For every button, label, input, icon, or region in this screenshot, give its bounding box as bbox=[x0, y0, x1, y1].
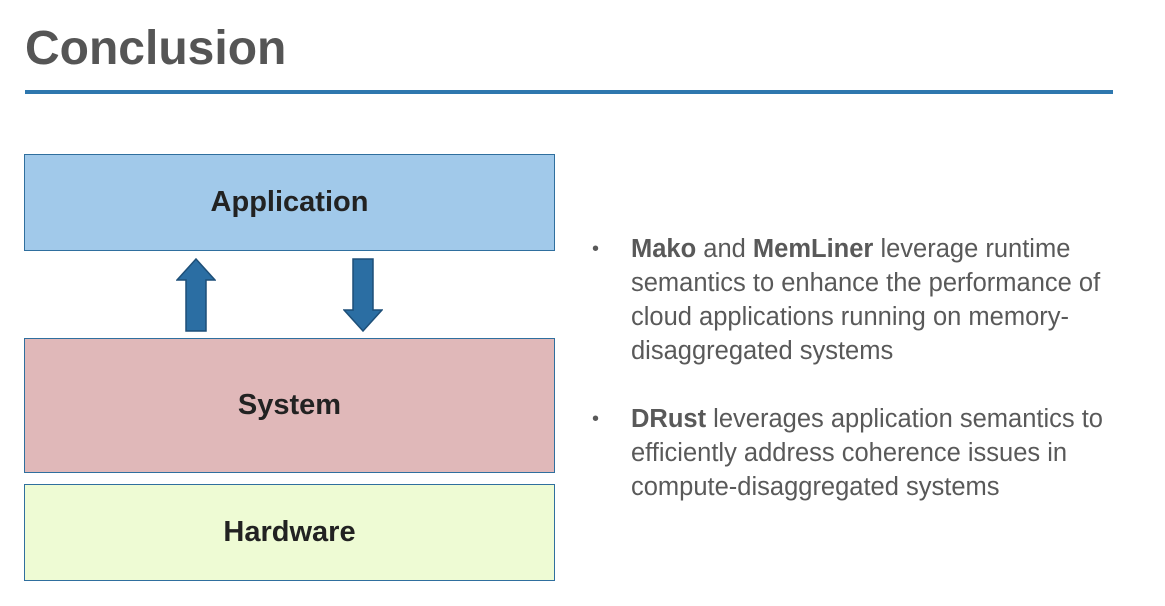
bullet-connector: and bbox=[696, 235, 753, 263]
hardware-layer-box: Hardware bbox=[24, 484, 555, 581]
system-layer-box: System bbox=[24, 338, 555, 473]
bullet-text: leverage runtime semantics to enhance th… bbox=[631, 235, 1101, 365]
bullet-term-memliner: MemLiner bbox=[752, 235, 874, 263]
bullet-dot-icon: • bbox=[592, 238, 600, 260]
conclusion-bullets: • Mako and MemLiner leverage runtime sem… bbox=[592, 232, 1152, 538]
bullet-text: leverages application semantics to effic… bbox=[631, 405, 1103, 501]
bullet-term-drust: DRust bbox=[631, 405, 707, 433]
arrow-down-icon bbox=[343, 258, 383, 332]
title-underline bbox=[25, 90, 1113, 94]
slide-title: Conclusion bbox=[25, 22, 287, 75]
application-layer-box: Application bbox=[24, 154, 555, 251]
bullet-item-mako-memliner: • Mako and MemLiner leverage runtime sem… bbox=[592, 232, 1152, 368]
bullet-item-drust: • DRust leverages application semantics … bbox=[592, 402, 1152, 504]
bullet-term-mako: Mako bbox=[631, 235, 697, 263]
bullet-dot-icon: • bbox=[592, 408, 600, 430]
application-layer-label: Application bbox=[210, 186, 369, 218]
arrow-up-icon bbox=[176, 258, 216, 332]
hardware-layer-label: Hardware bbox=[223, 516, 356, 548]
system-layer-label: System bbox=[237, 389, 342, 421]
